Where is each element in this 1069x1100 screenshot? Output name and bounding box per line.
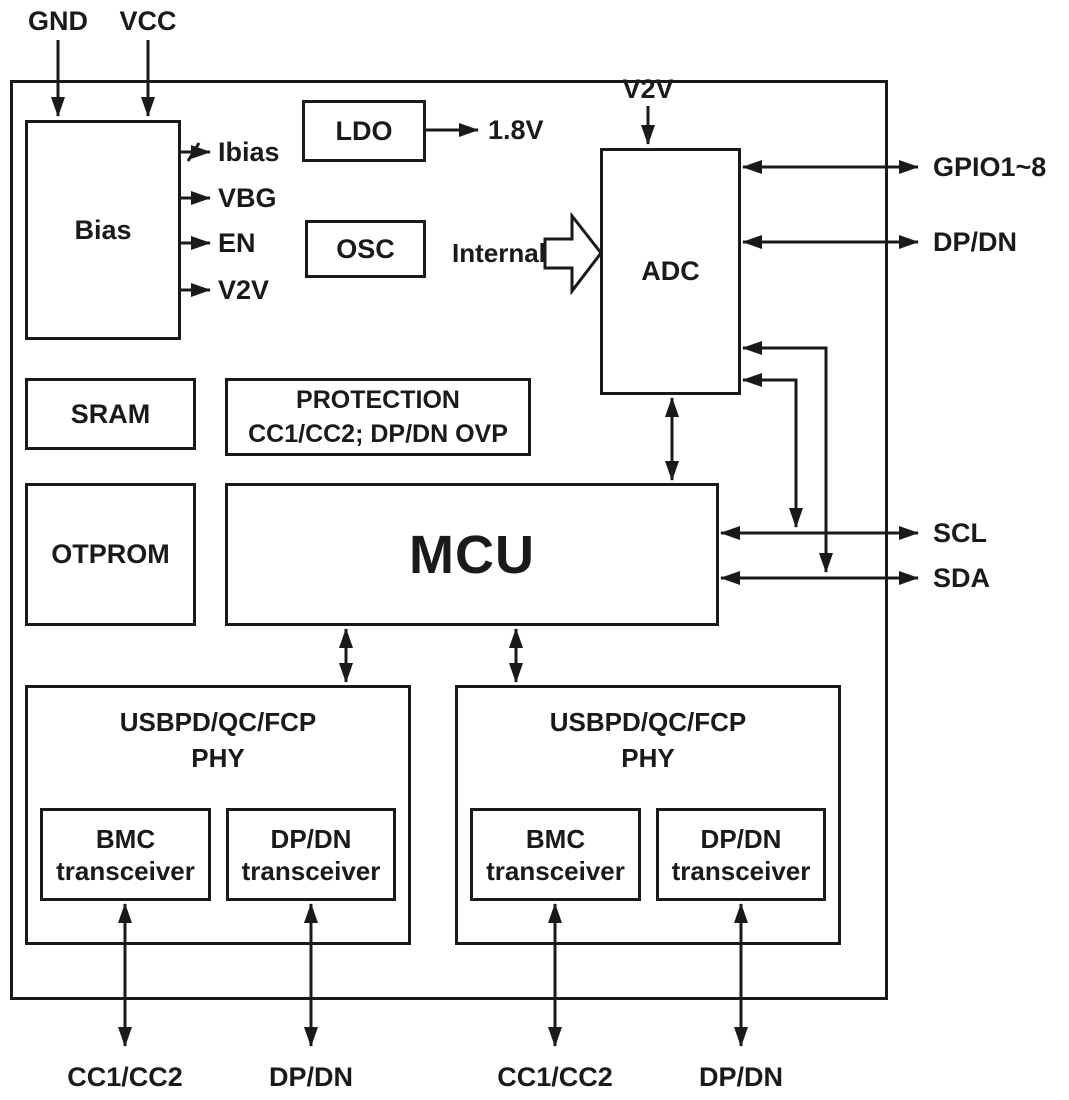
chip-outline [10,80,888,1000]
vcc-pin-label: VCC [119,6,177,36]
v2v-adc-pin-label: V2V [622,74,674,104]
ibias-pin-label: Ibias [218,137,280,167]
ldo-output-label: 1.8V [488,115,544,145]
osc-label: OSC [336,233,395,264]
bmc-right-line1: BMC [525,823,586,854]
en-pin-label: EN [218,228,256,258]
cc-left-pin-label: CC1/CC2 [67,1062,183,1092]
bias-label: Bias [74,214,132,245]
ldo-block: LDO [302,100,426,162]
dpdn-left-line2: transceiver [241,855,381,886]
gpio-pin-label: GPIO1~8 [933,152,1047,182]
internal-label: Internal [452,238,546,268]
dpdn-bottom-left-pin-label: DP/DN [268,1062,354,1092]
phy-right-subtitle: PHY [621,743,675,773]
scl-pin-label: SCL [933,518,987,548]
vbg-pin-label: VBG [218,183,277,213]
bmc-left-line2: transceiver [56,855,195,886]
bmc-transceiver-right: BMC transceiver [470,808,641,901]
dpdn-right-line1: DP/DN [700,823,782,854]
phy-left-subtitle: PHY [191,743,245,773]
otprom-block: OTPROM [25,483,196,626]
adc-block: ADC [600,148,741,395]
ldo-label: LDO [335,115,393,146]
v2v-pin-label: V2V [218,275,270,305]
bias-block: Bias [25,120,181,340]
bmc-left-line1: BMC [95,823,156,854]
bmc-transceiver-left: BMC transceiver [40,808,211,901]
dpdn-bottom-right-pin-label: DP/DN [698,1062,784,1092]
dpdn-transceiver-left: DP/DN transceiver [226,808,396,901]
mcu-block: MCU [225,483,719,626]
sram-block: SRAM [25,378,196,450]
protection-title: PROTECTION [296,386,460,414]
mcu-label: MCU [409,524,535,585]
adc-label: ADC [641,256,700,286]
dpdn-left-line1: DP/DN [270,823,352,854]
protection-subtitle: CC1/CC2; DP/DN OVP [248,420,508,448]
dpdn-transceiver-right: DP/DN transceiver [656,808,826,901]
gnd-pin-label: GND [28,6,88,36]
sda-pin-label: SDA [933,563,991,593]
protection-block: PROTECTION CC1/CC2; DP/DN OVP [225,378,531,456]
osc-block: OSC [305,220,426,278]
phy-right-title: USBPD/QC/FCP [549,707,747,737]
sram-label: SRAM [70,398,151,429]
phy-left-title: USBPD/QC/FCP [119,707,317,737]
dpdn-right-pin-label: DP/DN [933,227,1018,257]
cc-right-pin-label: CC1/CC2 [497,1062,613,1092]
otprom-label: OTPROM [51,539,170,569]
bmc-right-line2: transceiver [486,855,625,886]
dpdn-right-line2: transceiver [671,855,811,886]
